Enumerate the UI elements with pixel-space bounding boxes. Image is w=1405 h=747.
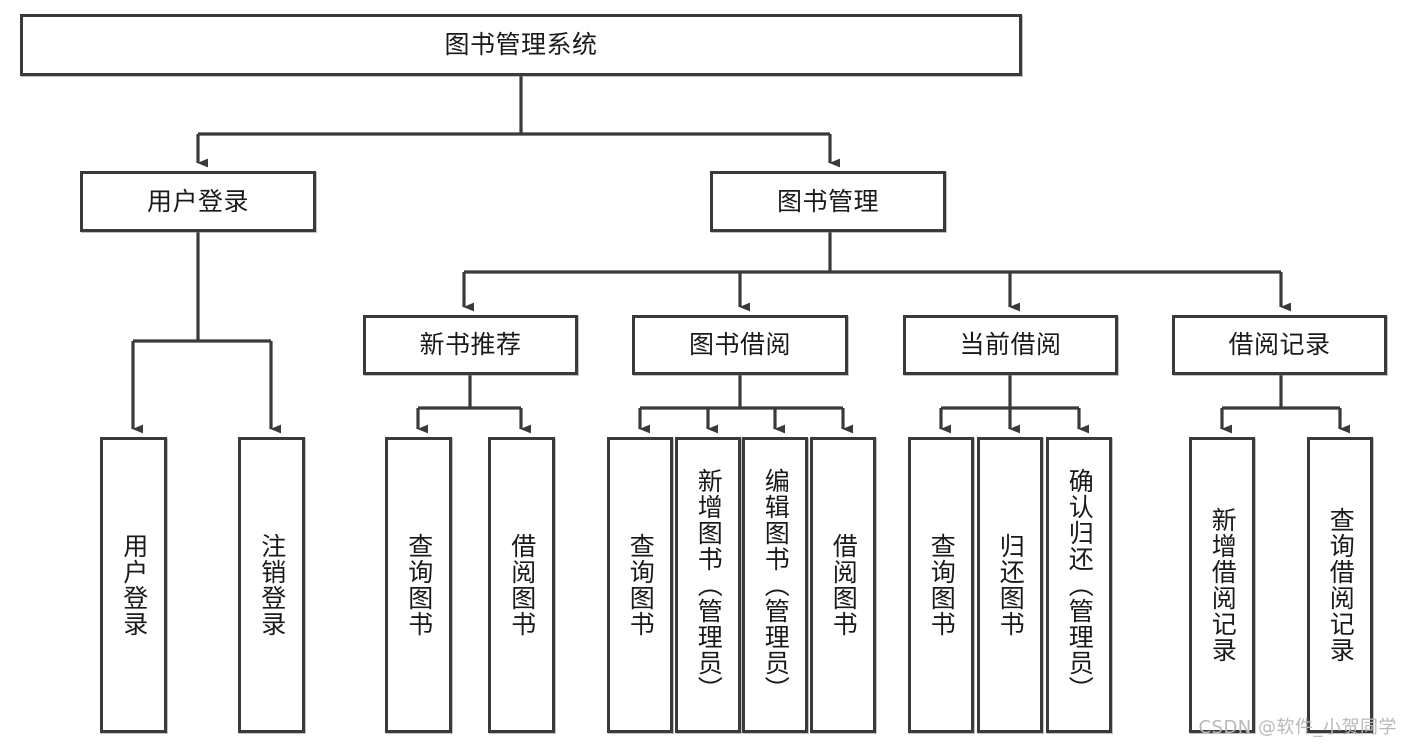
leaf-query-book-3-label: 查询图书 (927, 533, 957, 637)
node-new-book-recommend[interactable]: 新书推荐 (363, 315, 578, 375)
leaf-query-book-2[interactable]: 查询图书 (607, 437, 673, 733)
node-new-book-recommend-label: 新书推荐 (419, 330, 522, 359)
csdn-watermark: CSDN @软件_小贺同学 (1198, 717, 1397, 738)
leaf-borrow-book-1[interactable]: 借阅图书 (488, 437, 555, 733)
node-user-login[interactable]: 用户登录 (80, 171, 316, 232)
leaf-query-borrow-record-label: 查询借阅记录 (1326, 507, 1356, 663)
leaf-borrow-book-2[interactable]: 借阅图书 (810, 437, 876, 733)
node-book-management[interactable]: 图书管理 (710, 171, 946, 232)
leaf-confirm-return-admin[interactable]: 确认归还（管理员） (1046, 437, 1112, 733)
leaf-query-book-3[interactable]: 查询图书 (908, 437, 974, 733)
leaf-add-borrow-record-label: 新增借阅记录 (1208, 507, 1238, 663)
node-current-borrow-label: 当前借阅 (959, 330, 1062, 359)
leaf-query-book-1[interactable]: 查询图书 (385, 437, 452, 733)
node-root-system-label: 图书管理系统 (444, 30, 598, 59)
leaf-query-borrow-record[interactable]: 查询借阅记录 (1307, 437, 1373, 733)
node-book-borrow[interactable]: 图书借阅 (632, 315, 848, 375)
leaf-borrow-book-2-label: 借阅图书 (829, 533, 859, 637)
leaf-logout-login-label: 注销登录 (257, 533, 287, 637)
leaf-user-login[interactable]: 用户登录 (100, 437, 167, 733)
leaf-user-login-label: 用户登录 (119, 533, 149, 637)
leaf-add-borrow-record[interactable]: 新增借阅记录 (1189, 437, 1255, 733)
leaf-logout-login[interactable]: 注销登录 (238, 437, 305, 733)
node-user-login-label: 用户登录 (146, 186, 249, 216)
node-borrow-record-label: 借阅记录 (1228, 330, 1331, 359)
leaf-edit-book-admin-label: 编辑图书（管理员） (761, 468, 791, 702)
node-book-borrow-label: 图书借阅 (688, 330, 791, 359)
leaf-add-book-admin-label: 新增图书（管理员） (694, 468, 724, 702)
leaf-borrow-book-1-label: 借阅图书 (507, 533, 537, 637)
node-book-management-label: 图书管理 (776, 186, 879, 216)
node-borrow-record[interactable]: 借阅记录 (1172, 315, 1387, 375)
leaf-return-book-label: 归还图书 (996, 533, 1026, 637)
leaf-add-book-admin[interactable]: 新增图书（管理员） (675, 437, 741, 733)
leaf-query-book-2-label: 查询图书 (626, 533, 656, 637)
leaf-return-book[interactable]: 归还图书 (977, 437, 1043, 733)
leaf-confirm-return-admin-label: 确认归还（管理员） (1065, 468, 1095, 702)
node-current-borrow[interactable]: 当前借阅 (903, 315, 1118, 375)
leaf-edit-book-admin[interactable]: 编辑图书（管理员） (742, 437, 808, 733)
leaf-query-book-1-label: 查询图书 (404, 533, 434, 637)
node-root-system[interactable]: 图书管理系统 (20, 14, 1022, 76)
